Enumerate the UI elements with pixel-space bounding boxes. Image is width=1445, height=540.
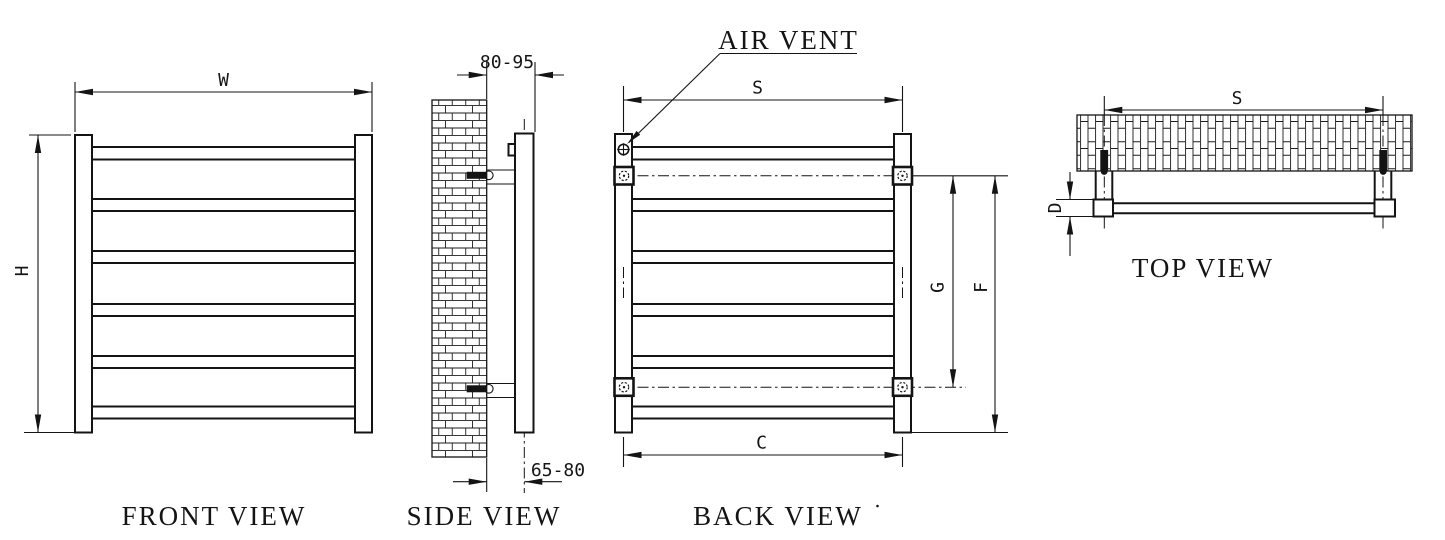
- wall-section: [1076, 114, 1413, 172]
- leader-arrowhead: [627, 130, 641, 144]
- bracket-span-label: S: [752, 78, 763, 99]
- back-view: AIR VENT S C G: [613, 25, 1008, 531]
- front-right-collector-bar: [354, 134, 373, 434]
- front-view: W H FRONT VIEW: [12, 70, 373, 531]
- back-bracket-to-bottom-dimension: F: [911, 175, 1008, 434]
- front-width-dimension: W: [74, 70, 373, 132]
- arrowhead: [75, 88, 93, 96]
- back-tube-6: [631, 405, 895, 420]
- arrowhead: [1365, 106, 1383, 114]
- height-dimension-label: H: [12, 266, 33, 277]
- air-vent-label: AIR VENT: [718, 25, 859, 55]
- front-height-dimension: H: [12, 134, 79, 434]
- bracket-bolt-center: [901, 174, 904, 177]
- arrowhead: [1066, 181, 1074, 200]
- leader-line: [628, 53, 721, 143]
- side-air-vent: [507, 143, 516, 157]
- arrowhead: [34, 135, 42, 153]
- back-tube-1: [631, 146, 895, 161]
- bolt-head: [1100, 168, 1108, 175]
- top-tube-diameter-dimension: D: [1045, 172, 1097, 256]
- back-bracket-span-dimension: S: [622, 78, 904, 132]
- wall-to-center-dimension-label: 65-80: [531, 460, 585, 481]
- arrowhead: [354, 88, 372, 96]
- back-tube-5: [631, 355, 895, 369]
- anchor-bolt: [466, 385, 487, 393]
- wall-to-face-dimension-label: 80-95: [480, 52, 534, 73]
- top-bracket-span-dimension: S: [1104, 88, 1383, 114]
- arrowhead: [1066, 216, 1074, 235]
- arrowhead: [949, 175, 957, 194]
- bracket-distance-label: G: [928, 282, 949, 293]
- bracket-span-label: S: [1232, 88, 1243, 109]
- arrowhead: [884, 96, 903, 104]
- tube-right-cap: [1373, 198, 1396, 218]
- wall-section: [431, 99, 488, 458]
- back-bracket-bottom-right: [891, 376, 914, 398]
- front-tube-2: [91, 198, 356, 212]
- side-view: 80-95 65-80 SIDE VIEW: [407, 52, 585, 531]
- back-tube-3: [631, 250, 895, 264]
- back-bottom-span-dimension: C: [622, 433, 904, 467]
- arrowhead: [468, 71, 487, 79]
- bracket-bolt-center: [622, 386, 626, 389]
- bracket-bolt-circle: [618, 381, 630, 393]
- anchor-bolt: [1100, 150, 1109, 171]
- arrowhead: [949, 369, 957, 388]
- side-wall-to-face-dimension: 80-95: [457, 52, 564, 132]
- back-view-title: BACK VIEW: [693, 501, 863, 531]
- bracket-to-bottom-label: F: [971, 282, 992, 293]
- front-tube-6: [91, 405, 356, 420]
- bracket-bolt-center: [622, 174, 626, 177]
- back-bracket-top-left: [613, 165, 635, 186]
- bracket-bolt-center: [901, 386, 904, 389]
- tube-diameter-label: D: [1045, 203, 1066, 214]
- front-left-collector-bar: [74, 134, 93, 434]
- stray-dot-mark: [876, 504, 879, 508]
- back-bracket-bottom-left: [613, 376, 635, 398]
- side-view-title: SIDE VIEW: [407, 501, 562, 531]
- front-tube-3: [91, 250, 356, 264]
- arrowhead: [524, 478, 543, 485]
- back-bracket-top-right: [891, 165, 914, 186]
- top-view-title: TOP VIEW: [1132, 253, 1274, 283]
- side-wall-to-center-dimension: 65-80: [453, 458, 585, 492]
- arrowhead: [623, 96, 642, 104]
- arrowhead: [623, 451, 642, 459]
- anchor-bolt: [1379, 150, 1388, 171]
- side-bottom-bracket: [466, 382, 515, 399]
- top-view: S D TOP VIEW: [1045, 88, 1413, 283]
- arrowhead: [34, 414, 42, 433]
- back-tube-4: [631, 303, 895, 317]
- front-view-title: FRONT VIEW: [122, 501, 307, 531]
- arrowhead: [1104, 106, 1123, 114]
- bolt-head: [1379, 168, 1387, 175]
- side-top-bracket: [466, 169, 515, 185]
- back-bracket-distance-dimension: G: [928, 175, 957, 388]
- width-dimension-label: W: [218, 70, 229, 91]
- air-vent-callout: AIR VENT: [627, 25, 859, 144]
- air-vent-fitting: [617, 143, 630, 156]
- arrowhead: [468, 478, 487, 485]
- bottom-span-label: C: [756, 433, 767, 454]
- front-tube-1: [91, 146, 356, 161]
- back-tube-2: [631, 198, 895, 212]
- anchor-bolt: [466, 171, 487, 179]
- arrowhead: [991, 414, 999, 433]
- bracket-bolt-circle: [897, 170, 908, 182]
- tube-left-cap: [1092, 198, 1114, 218]
- bracket-bolt-circle: [618, 170, 630, 182]
- side-collector-bar: [514, 132, 535, 434]
- bracket-bolt-circle: [897, 381, 908, 393]
- arrowhead: [884, 451, 903, 459]
- front-tube-4: [91, 303, 356, 317]
- arrowhead: [991, 175, 999, 194]
- front-tube-5: [91, 355, 356, 369]
- arrowhead: [535, 71, 553, 79]
